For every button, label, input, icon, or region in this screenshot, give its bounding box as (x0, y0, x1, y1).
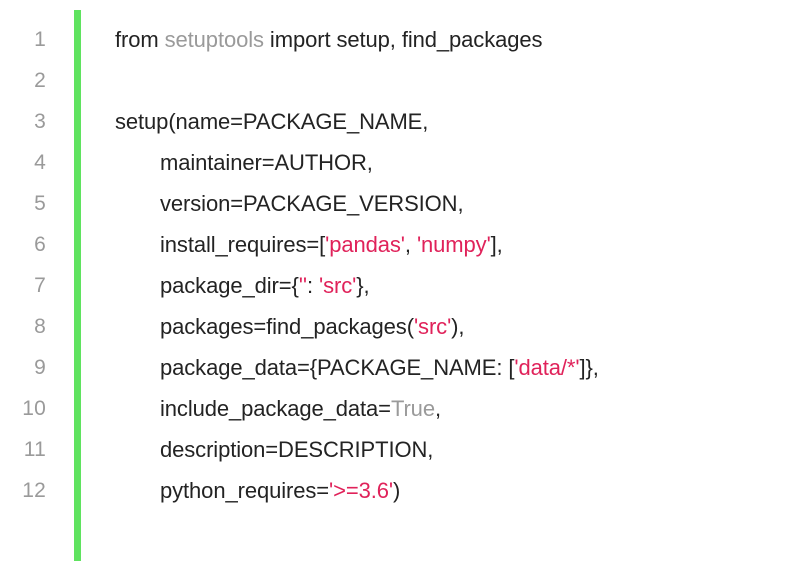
code-token-plain: include_package_data= (160, 396, 391, 421)
code-token-muted: setuptools (164, 27, 264, 52)
code-token-plain: , (434, 396, 441, 421)
code-token-string: '>=3.6' (329, 478, 394, 503)
code-content-area[interactable]: from setuptools import setup, find_packa… (115, 19, 799, 511)
code-token-plain: maintainer=AUTHOR, (160, 150, 373, 175)
code-token-plain: install_requires=[ (160, 232, 326, 257)
code-token-plain: setup(name=PACKAGE_NAME, (115, 109, 429, 134)
code-token-string: 'src' (319, 273, 357, 298)
code-token-plain: ), (451, 314, 465, 339)
line-number: 2 (34, 69, 46, 92)
line-number: 9 (34, 356, 46, 379)
code-token-muted: True (390, 396, 435, 421)
code-line[interactable]: package_dir={'': 'src'}, (115, 265, 799, 306)
code-token-plain: ], (490, 232, 503, 257)
code-token-plain: description=DESCRIPTION, (160, 437, 434, 462)
code-token-plain: from (115, 27, 165, 52)
code-token-plain: package_dir={ (160, 273, 299, 298)
code-token-plain: version=PACKAGE_VERSION, (160, 191, 464, 216)
line-number: 11 (23, 438, 46, 461)
code-token-string: 'data/*' (514, 355, 580, 380)
line-number: 4 (34, 151, 46, 174)
code-token-plain: , (404, 232, 417, 257)
line-number: 8 (34, 315, 46, 338)
code-token-string: 'src' (413, 314, 452, 339)
line-number: 1 (34, 28, 46, 51)
code-token-string: 'numpy' (416, 232, 491, 257)
accent-bar (74, 10, 81, 561)
code-line[interactable]: python_requires='>=3.6') (115, 470, 799, 511)
code-token-plain: : (306, 273, 319, 298)
code-line[interactable] (115, 60, 799, 101)
code-token-plain: ) (393, 478, 401, 503)
code-token-string: 'pandas' (325, 232, 405, 257)
code-line[interactable]: setup(name=PACKAGE_NAME, (115, 101, 799, 142)
code-token-plain: packages=find_packages( (160, 314, 414, 339)
code-line[interactable]: install_requires=['pandas', 'numpy'], (115, 224, 799, 265)
line-number: 6 (34, 233, 46, 256)
code-line[interactable]: version=PACKAGE_VERSION, (115, 183, 799, 224)
line-number: 3 (34, 110, 46, 133)
code-line[interactable]: packages=find_packages('src'), (115, 306, 799, 347)
code-line[interactable]: from setuptools import setup, find_packa… (115, 19, 799, 60)
line-number: 7 (34, 274, 46, 297)
code-line[interactable]: maintainer=AUTHOR, (115, 142, 799, 183)
code-line[interactable]: package_data={PACKAGE_NAME: ['data/*']}, (115, 347, 799, 388)
code-token-plain: }, (356, 273, 370, 298)
line-number: 5 (34, 192, 46, 215)
code-token-plain: package_data={PACKAGE_NAME: [ (160, 355, 515, 380)
code-line[interactable]: description=DESCRIPTION, (115, 429, 799, 470)
line-number: 12 (22, 479, 46, 502)
code-token-plain: import setup, find_packages (263, 27, 543, 52)
code-token-plain: ]}, (579, 355, 599, 380)
code-line[interactable]: include_package_data=True, (115, 388, 799, 429)
code-token-plain: python_requires= (160, 478, 330, 503)
line-number: 10 (22, 397, 46, 420)
code-token-string: '' (298, 273, 307, 298)
